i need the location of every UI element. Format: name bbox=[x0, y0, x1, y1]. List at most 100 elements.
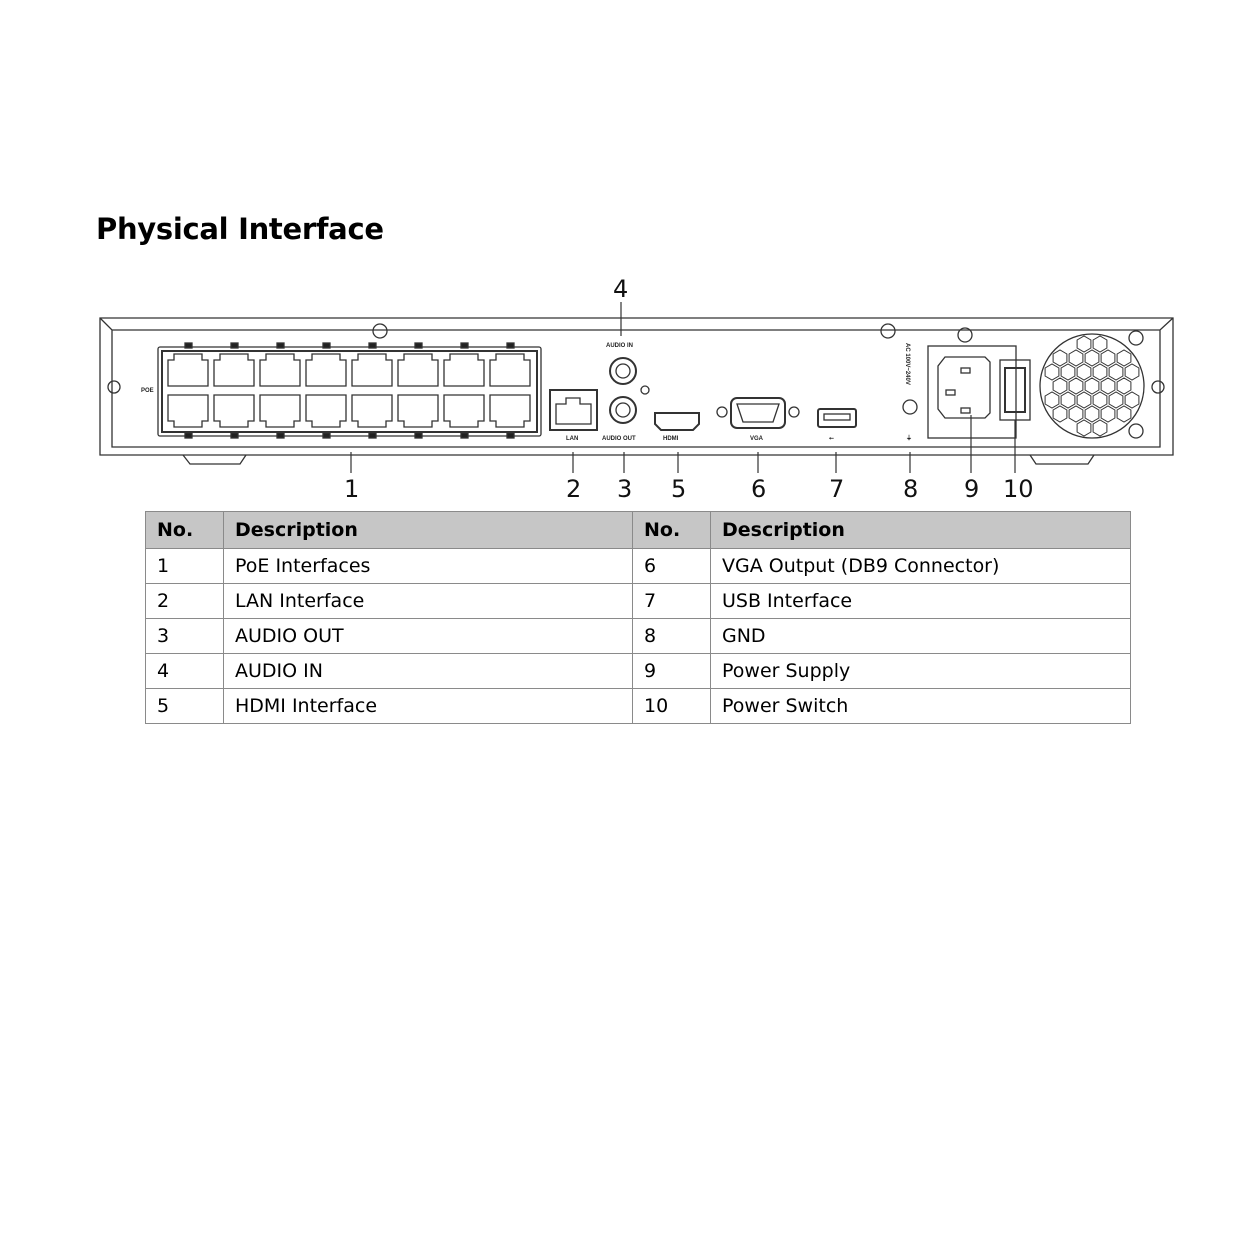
callout-7: 7 bbox=[829, 475, 844, 503]
poe-port bbox=[443, 394, 485, 428]
fan-hex-cell bbox=[1060, 391, 1076, 409]
poe-port bbox=[213, 353, 255, 387]
port-led bbox=[414, 432, 423, 439]
section-title: Physical Interface bbox=[96, 212, 384, 246]
poe-port bbox=[397, 394, 439, 428]
cell-description: LAN Interface bbox=[223, 583, 633, 619]
fan-hex-cell bbox=[1068, 405, 1084, 423]
lan-label: LAN bbox=[566, 436, 578, 442]
callout-1: 1 bbox=[344, 475, 359, 503]
fan-hex-cell bbox=[1084, 377, 1100, 395]
port-led bbox=[276, 342, 285, 349]
fan-hex-cell bbox=[1044, 363, 1060, 381]
fan-hex-cell bbox=[1100, 349, 1116, 367]
poe-port bbox=[351, 394, 393, 428]
audio-out-label: AUDIO OUT bbox=[602, 436, 636, 442]
header-no: No. bbox=[632, 511, 711, 549]
cell-description: Power Switch bbox=[710, 688, 1131, 724]
port-led bbox=[230, 432, 239, 439]
fan-hex-cell bbox=[1084, 349, 1100, 367]
cell-description: VGA Output (DB9 Connector) bbox=[710, 548, 1131, 584]
cell-number: 2 bbox=[145, 583, 224, 619]
port-led bbox=[230, 342, 239, 349]
poe-port bbox=[305, 353, 347, 387]
fan-hex-cell bbox=[1092, 391, 1108, 409]
lan-port bbox=[549, 389, 598, 431]
callout-8: 8 bbox=[903, 475, 918, 503]
fan-hex-cell bbox=[1076, 419, 1092, 437]
ground-symbol: ⏚ bbox=[906, 435, 912, 442]
cell-description: USB Interface bbox=[710, 583, 1131, 619]
cell-number: 4 bbox=[145, 653, 224, 689]
cell-number: 7 bbox=[632, 583, 711, 619]
cell-number: 3 bbox=[145, 618, 224, 654]
poe-port bbox=[167, 394, 209, 428]
cell-description: AUDIO IN bbox=[223, 653, 633, 689]
poe-port bbox=[489, 353, 531, 387]
fan-hex-cell bbox=[1084, 405, 1100, 423]
fan-hex-cell bbox=[1076, 391, 1092, 409]
cell-number: 5 bbox=[145, 688, 224, 724]
poe-port bbox=[443, 353, 485, 387]
poe-port bbox=[351, 353, 393, 387]
vga-label: VGA bbox=[750, 436, 764, 442]
cell-number: 9 bbox=[632, 653, 711, 689]
port-led bbox=[184, 342, 193, 349]
port-led bbox=[414, 342, 423, 349]
callout-9: 9 bbox=[964, 475, 979, 503]
fan-hex-cell bbox=[1092, 363, 1108, 381]
gnd-screw bbox=[902, 399, 918, 415]
fan-hex-cell bbox=[1100, 377, 1116, 395]
chassis-outline bbox=[99, 317, 1174, 456]
fan-grille bbox=[1039, 333, 1145, 439]
poe-port bbox=[259, 394, 301, 428]
header-description: Description bbox=[223, 511, 633, 549]
port-led bbox=[460, 342, 469, 349]
fan-hex-cell bbox=[1116, 377, 1132, 395]
fan-hex-cell bbox=[1116, 349, 1132, 367]
fan-hex-cell bbox=[1092, 419, 1108, 437]
table-header-row: No. Description No. Description bbox=[145, 511, 1131, 549]
fan-hex-cell bbox=[1108, 363, 1124, 381]
poe-port bbox=[167, 353, 209, 387]
port-led bbox=[506, 342, 515, 349]
cell-number: 6 bbox=[632, 548, 711, 584]
audio-in-label: AUDIO IN bbox=[606, 343, 633, 349]
port-led bbox=[276, 432, 285, 439]
callout-3: 3 bbox=[617, 475, 632, 503]
fan-hex-cell bbox=[1076, 335, 1092, 353]
port-led bbox=[322, 432, 331, 439]
poe-port-block bbox=[157, 346, 542, 437]
cell-description: PoE Interfaces bbox=[223, 548, 633, 584]
callout-2: 2 bbox=[566, 475, 581, 503]
fan-hex-cell bbox=[1092, 335, 1108, 353]
poe-port bbox=[305, 394, 347, 428]
cell-number: 1 bbox=[145, 548, 224, 584]
fan-hex-cell bbox=[1108, 391, 1124, 409]
fan-hex-cell bbox=[1068, 377, 1084, 395]
usb-port bbox=[817, 408, 857, 428]
fan-hex-cell bbox=[1076, 363, 1092, 381]
audio-out-jack bbox=[609, 396, 637, 424]
port-led bbox=[322, 342, 331, 349]
callout-10: 10 bbox=[1003, 475, 1034, 503]
port-led bbox=[460, 432, 469, 439]
callout-4: 4 bbox=[613, 275, 628, 303]
fan-hex-cell bbox=[1052, 405, 1068, 423]
hdmi-label: HDMI bbox=[663, 436, 679, 442]
hdmi-port bbox=[654, 412, 700, 431]
fan-hex-cell bbox=[1044, 391, 1060, 409]
header-description: Description bbox=[710, 511, 1131, 549]
fan-hex-cell bbox=[1116, 405, 1132, 423]
poe-port bbox=[397, 353, 439, 387]
cell-description: Power Supply bbox=[710, 653, 1131, 689]
fan-hex-cell bbox=[1068, 349, 1084, 367]
power-switch bbox=[1004, 367, 1026, 413]
poe-label: POE bbox=[141, 388, 154, 394]
poe-port bbox=[259, 353, 301, 387]
